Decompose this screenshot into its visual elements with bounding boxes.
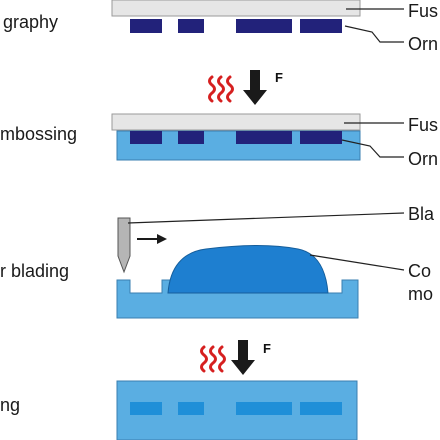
ormocomp-pattern-1 [130, 19, 162, 33]
callout-fused-silica-2: Fus [408, 115, 438, 135]
callout-fused-silica-1: Fus [408, 1, 438, 21]
heat-waves-icon [208, 75, 234, 103]
final-step: ng [0, 380, 358, 440]
step-label-embossing: mbossing [0, 124, 77, 144]
force-group-1: F [208, 70, 283, 105]
ormocomp-embossed-2 [178, 131, 204, 144]
callout-coating-line1: Co [408, 261, 431, 281]
heat-waves-icon [200, 345, 226, 373]
blade-icon [117, 217, 131, 274]
callout-ormo-1: Orn [408, 34, 438, 54]
force-group-2: F [200, 340, 271, 375]
fused-silica-stamp [111, 113, 361, 131]
embedded-pattern-1 [130, 402, 162, 415]
right-arrow-head [157, 234, 167, 244]
blading-step: Bla r blading Co mo [0, 204, 435, 319]
ormocomp-pattern-2 [178, 19, 204, 33]
step-label-final: ng [0, 395, 20, 415]
ormocomp-pattern-4 [300, 19, 342, 33]
coating-material [167, 245, 329, 294]
ormocomp-pattern-3 [236, 19, 292, 33]
fused-silica-substrate [111, 0, 361, 17]
ormocomp-embossed-4 [300, 131, 342, 144]
coating-callout-line [309, 254, 405, 271]
callout-blade: Bla [408, 204, 435, 224]
blade-callout-line [127, 212, 405, 224]
embedded-pattern-2 [178, 402, 204, 415]
lithography-step: graphy Fus Orn [3, 0, 438, 54]
embedded-pattern-4 [300, 402, 342, 415]
embedded-pattern-3 [236, 402, 292, 415]
ormocomp-embossed-1 [130, 131, 162, 144]
down-arrow-icon [231, 340, 255, 375]
embossing-step: mbossing Fus Orn [0, 113, 438, 169]
force-label-lower: F [263, 341, 271, 356]
step-label-lithography: graphy [3, 12, 58, 32]
callout-line-ormo-1 [344, 25, 404, 43]
callout-line-ormo-2 [341, 139, 404, 158]
callout-ormo-2: Orn [408, 149, 438, 169]
callout-coating-line2: mo [408, 284, 433, 304]
down-arrow-icon [243, 70, 267, 105]
force-label-upper: F [275, 70, 283, 85]
ormocomp-embossed-3 [236, 131, 292, 144]
step-label-blading: r blading [0, 261, 69, 281]
